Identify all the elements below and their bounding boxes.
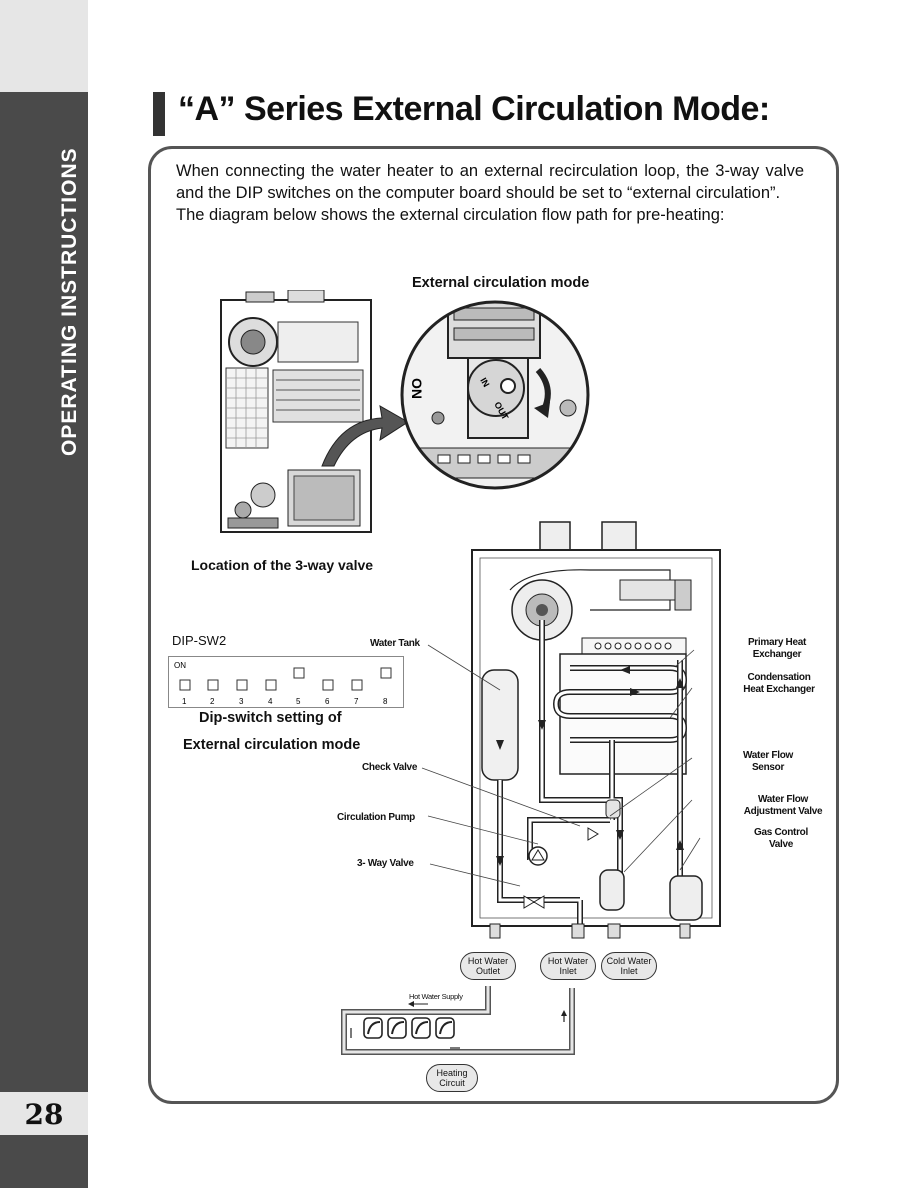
dip-switch-6 <box>322 679 334 691</box>
valve-zoom: IN OUT ON <box>400 300 590 490</box>
dip-switch-5 <box>293 667 305 679</box>
leader-lines <box>421 644 701 887</box>
valve-in-mark: IN <box>478 376 491 389</box>
dip-switch-block: ON 1 2 3 4 5 6 7 8 <box>168 656 404 708</box>
sidebar-top-block <box>0 0 88 92</box>
dip-switch-8 <box>380 667 392 679</box>
label-condensation-heat-exchanger: Condensation Heat Exchanger <box>743 672 815 695</box>
dip-switch-4 <box>265 679 277 691</box>
heating-circuit-loop <box>341 986 575 1055</box>
heating-circuit-pill: Heating Circuit <box>426 1064 478 1092</box>
label-hot-water-supply: Hot Water Supply <box>409 992 463 1001</box>
dip-switch-2 <box>207 679 219 691</box>
label-gas-control-valve: Gas Control Valve <box>754 827 808 850</box>
dip-caption-line-2: External circulation mode <box>183 737 361 753</box>
port-hot-water-outlet: Hot Water Outlet <box>460 952 516 980</box>
page-title: “A” Series External Circulation Mode: <box>178 90 770 128</box>
intro-paragraph-2: The diagram below shows the external cir… <box>176 206 725 224</box>
port-cold-water-inlet: Cold Water Inlet <box>601 952 657 980</box>
dip-switch-7 <box>351 679 363 691</box>
dip-switch-number: 5 <box>296 697 301 706</box>
dip-switch-number: 3 <box>239 697 244 706</box>
label-check-valve: Check Valve <box>362 762 418 773</box>
valve-location-caption: Location of the 3-way valve <box>191 557 374 573</box>
dip-switch-1 <box>179 679 191 691</box>
dip-switch-name: DIP-SW2 <box>172 633 227 648</box>
label-primary-heat-exchanger: Primary Heat Exchanger <box>747 637 807 660</box>
port-hot-water-inlet: Hot Water Inlet <box>540 952 596 980</box>
valve-on-mark: ON <box>409 378 425 399</box>
label-water-tank: Water Tank <box>370 638 420 649</box>
mode-title: External circulation mode <box>412 275 590 291</box>
label-circulation-pump: Circulation Pump <box>337 812 415 823</box>
content-frame <box>148 146 839 1104</box>
dip-caption-line-1: Dip-switch setting of <box>199 710 342 726</box>
sidebar <box>0 92 88 1188</box>
heater-photo <box>220 290 372 533</box>
dip-switch-number: 1 <box>182 697 187 706</box>
label-three-way-valve: 3- Way Valve <box>357 858 414 869</box>
title-marker <box>153 92 165 136</box>
dip-switch-number: 7 <box>354 697 359 706</box>
intro-text: When connecting the water heater to an e… <box>176 160 804 226</box>
dip-switch-number: 4 <box>268 697 273 706</box>
page-number: 28 <box>0 1092 88 1135</box>
zoom-arrow <box>321 405 409 467</box>
label-water-flow-adjustment-valve: Water Flow Adjustment Valve <box>743 794 823 817</box>
dip-switch-number: 2 <box>210 697 215 706</box>
dip-switch-number: 8 <box>383 697 388 706</box>
dip-switch-number: 6 <box>325 697 330 706</box>
intro-paragraph-1: When connecting the water heater to an e… <box>176 162 804 202</box>
dip-switch-3 <box>236 679 248 691</box>
dip-on-label: ON <box>174 661 186 670</box>
label-water-flow-sensor: Water Flow Sensor <box>743 750 793 773</box>
heater-schematic <box>471 521 721 939</box>
